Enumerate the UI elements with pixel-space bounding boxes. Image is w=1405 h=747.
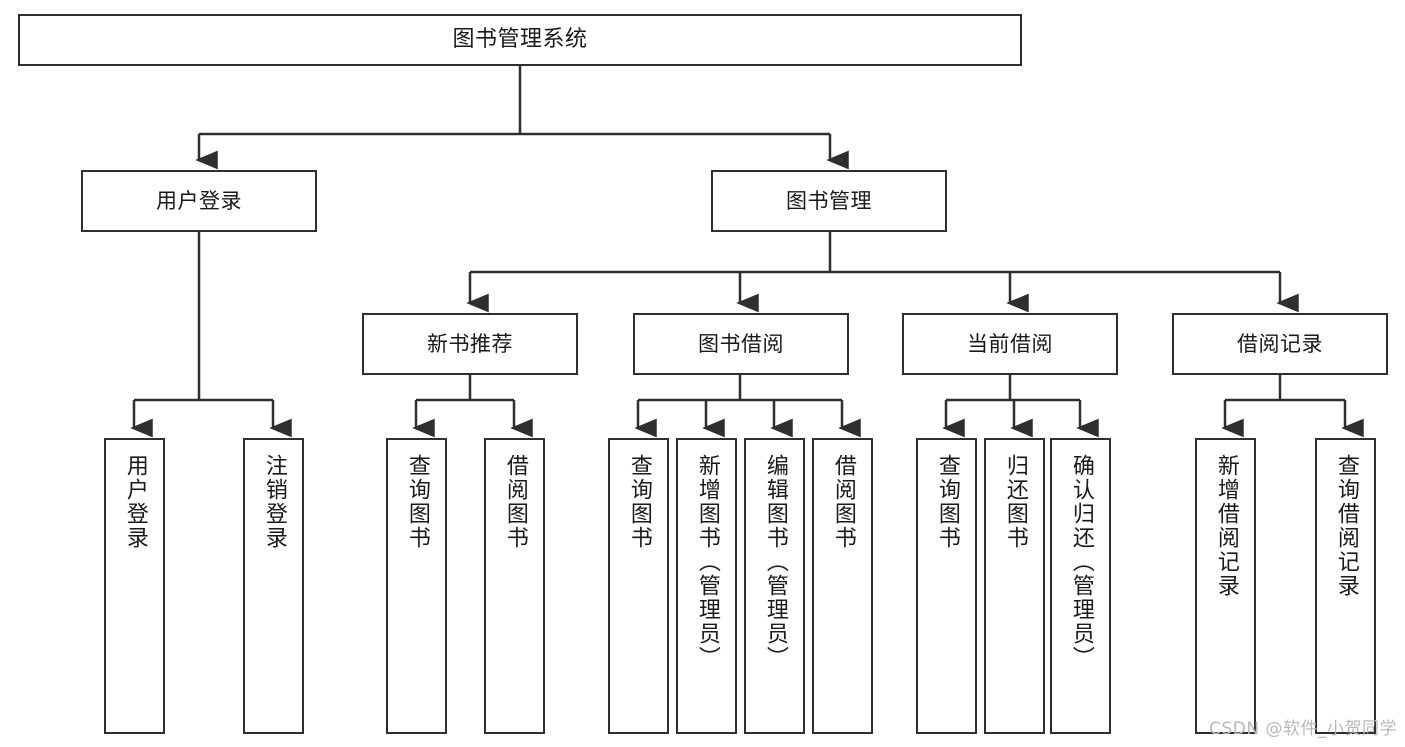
node-leaf-logout[interactable]: 注销登录 (243, 438, 304, 734)
node-leaf-query-book-1[interactable]: 查询图书 (386, 438, 447, 734)
node-leaf-query-book-2-label: 查询图书 (626, 454, 652, 550)
node-leaf-edit-book[interactable]: 编辑图书（管理员） (744, 438, 805, 734)
node-leaf-query-book-2[interactable]: 查询图书 (608, 438, 669, 734)
node-leaf-user-login[interactable]: 用户登录 (104, 438, 165, 734)
node-leaf-return-book[interactable]: 归还图书 (984, 438, 1045, 734)
node-leaf-edit-book-label: 编辑图书（管理员） (762, 454, 788, 670)
node-book-borrow[interactable]: 图书借阅 (633, 313, 849, 375)
node-user-login[interactable]: 用户登录 (81, 170, 317, 232)
node-leaf-query-record-label: 查询借阅记录 (1333, 454, 1359, 598)
node-book-borrow-label: 图书借阅 (698, 331, 784, 356)
node-leaf-user-login-label: 用户登录 (122, 454, 148, 550)
node-leaf-add-book-label: 新增图书（管理员） (694, 454, 720, 670)
node-current-borrow-label: 当前借阅 (967, 331, 1053, 356)
node-leaf-confirm-return-label: 确认归还（管理员） (1068, 454, 1094, 670)
node-root-label: 图书管理系统 (452, 27, 588, 53)
node-leaf-borrow-book-1-label: 借阅图书 (502, 454, 528, 550)
node-leaf-logout-label: 注销登录 (261, 454, 287, 550)
node-leaf-confirm-return[interactable]: 确认归还（管理员） (1050, 438, 1111, 734)
node-leaf-borrow-book-2-label: 借阅图书 (830, 454, 856, 550)
node-leaf-add-record[interactable]: 新增借阅记录 (1195, 438, 1256, 734)
node-book-manage-label: 图书管理 (786, 188, 872, 213)
node-leaf-query-record[interactable]: 查询借阅记录 (1315, 438, 1376, 734)
node-borrow-record-label: 借阅记录 (1237, 331, 1323, 356)
node-leaf-borrow-book-1[interactable]: 借阅图书 (484, 438, 545, 734)
watermark: CSDN @软件_小贺同学 (1209, 719, 1397, 739)
node-leaf-query-book-3-label: 查询图书 (934, 454, 960, 550)
node-leaf-add-book[interactable]: 新增图书（管理员） (676, 438, 737, 734)
node-new-book-recommend[interactable]: 新书推荐 (362, 313, 578, 375)
node-borrow-record[interactable]: 借阅记录 (1172, 313, 1388, 375)
node-leaf-query-book-1-label: 查询图书 (404, 454, 430, 550)
node-leaf-return-book-label: 归还图书 (1002, 454, 1028, 550)
node-leaf-add-record-label: 新增借阅记录 (1213, 454, 1239, 598)
node-leaf-borrow-book-2[interactable]: 借阅图书 (812, 438, 873, 734)
node-leaf-query-book-3[interactable]: 查询图书 (916, 438, 977, 734)
node-current-borrow[interactable]: 当前借阅 (902, 313, 1118, 375)
node-new-book-recommend-label: 新书推荐 (427, 331, 513, 356)
node-book-manage[interactable]: 图书管理 (711, 170, 947, 232)
node-root[interactable]: 图书管理系统 (18, 14, 1022, 66)
node-user-login-label: 用户登录 (156, 188, 242, 213)
